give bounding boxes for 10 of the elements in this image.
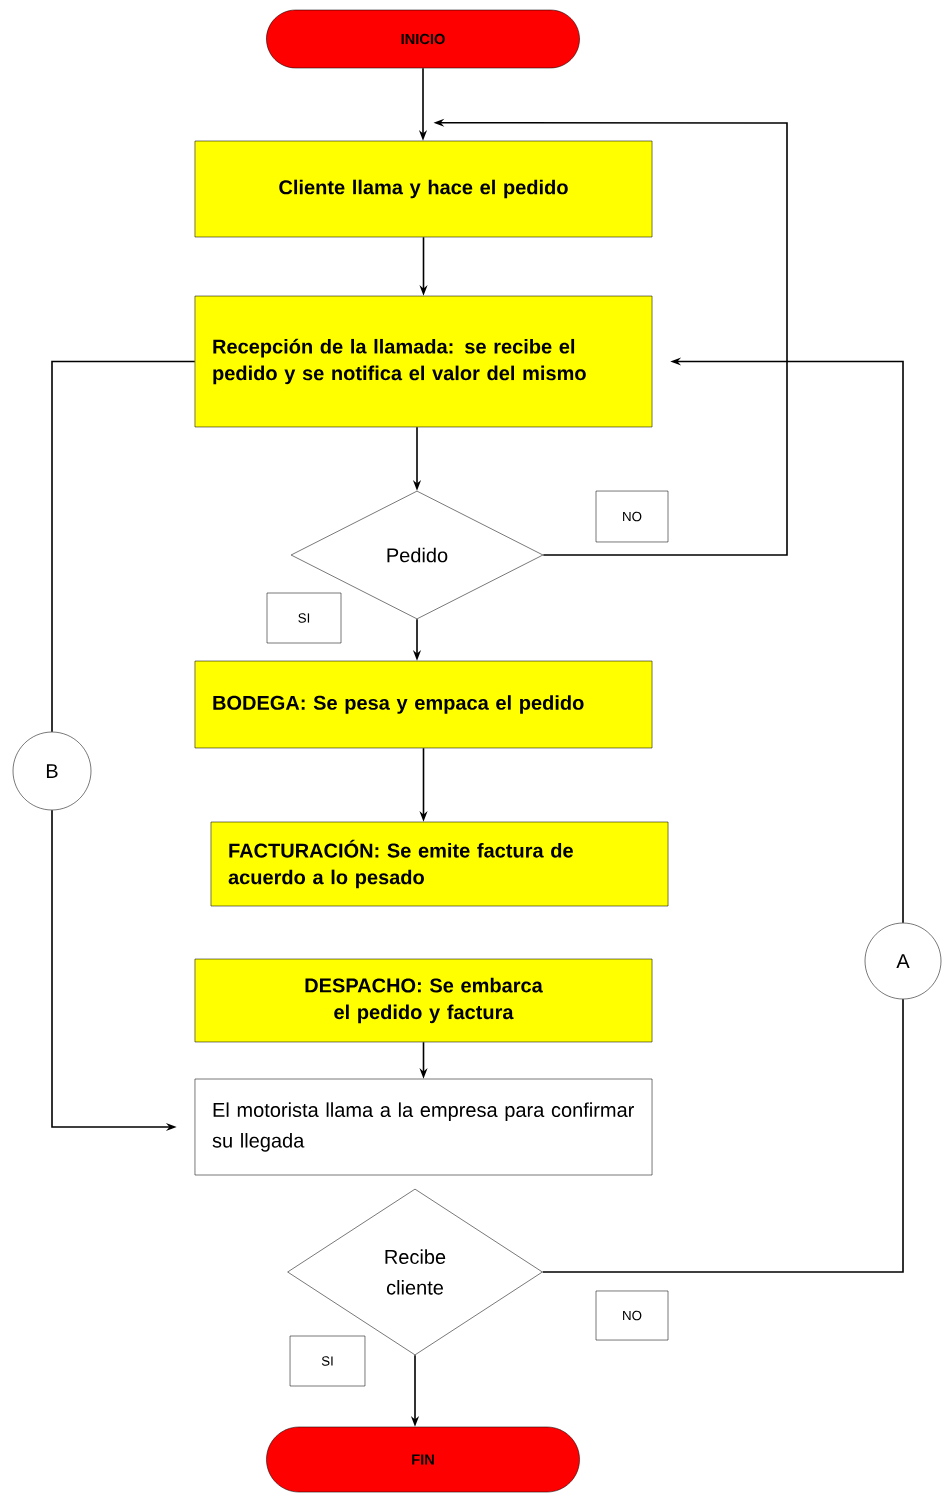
answer-box: SI [289, 1335, 366, 1387]
answer-box: NO [595, 1290, 669, 1341]
process-box: FACTURACIÓN: Se emite factura de acuerdo a lo pesado [210, 821, 669, 907]
answer-box: SI [266, 592, 342, 644]
process-box: Recepción de la llamada: se recibe el pedido y se notifica el valor del mismo [194, 295, 653, 428]
process-box: BODEGA: Se pesa y empaca el pedido [194, 660, 653, 749]
process-box: DESPACHO: Se embarca el pedido y factura [194, 958, 653, 1043]
process-box: El motorista llama a la empresa para confirmar su llegada [194, 1078, 653, 1176]
answer-box: NO [595, 490, 669, 543]
process-box: Cliente llama y hace el pedido [194, 140, 653, 238]
